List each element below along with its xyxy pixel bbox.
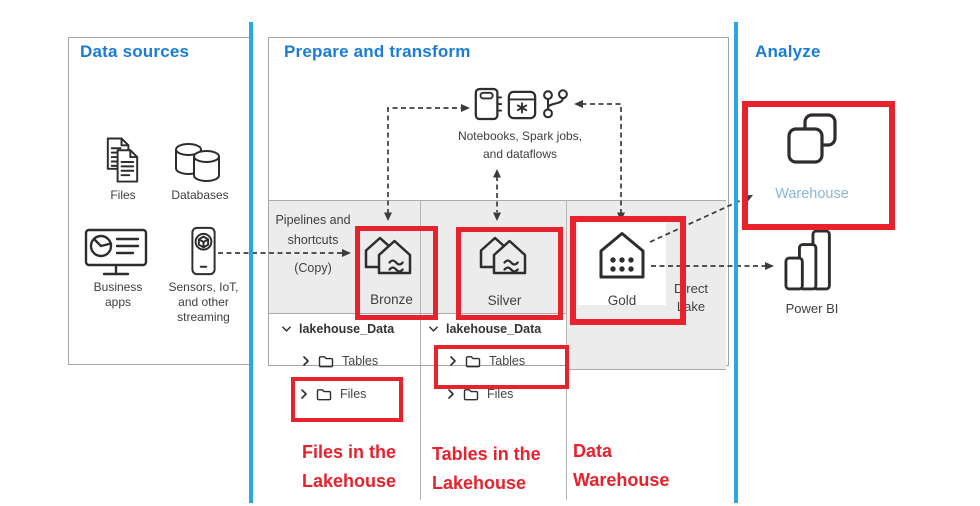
section-divider-right (734, 22, 738, 503)
databases-label: Databases (171, 188, 229, 202)
direct-lake-label: Direct Lake (664, 280, 718, 316)
files-label: Files (110, 188, 136, 202)
chevron-right-icon[interactable] (447, 388, 455, 400)
pipelines-label-line3: (Copy) (294, 261, 332, 275)
folder-icon (465, 355, 481, 368)
annotation-dw-line2: Warehouse (573, 470, 670, 490)
chevron-down-icon[interactable] (281, 325, 292, 333)
silver-tree-files-label: Files (487, 387, 514, 401)
silver-tree-files-row[interactable]: Files (447, 387, 513, 401)
annotation-tables-in-lakehouse: Tables in the Lakehouse (432, 440, 541, 498)
annotation-files-in-lakehouse: Files in the Lakehouse (302, 438, 396, 496)
bronze-tree-files-row[interactable]: Files (300, 387, 366, 401)
silver-label: Silver (487, 293, 522, 308)
bronze-lakehouse-icon (362, 231, 416, 279)
dataflow-icon (541, 88, 569, 120)
pipelines-label-line1: Pipelines and (275, 213, 351, 227)
bronze-tree-root[interactable]: lakehouse_Data (281, 322, 394, 336)
bronze-label: Bronze (370, 292, 413, 307)
power-bi-icon (784, 228, 840, 292)
silver-lakehouse-icon (477, 231, 531, 279)
prepare-title: Prepare and transform (284, 42, 471, 61)
files-icon (99, 135, 146, 185)
gold-warehouse-icon (595, 229, 649, 283)
section-divider-left (249, 22, 253, 503)
chevron-right-icon[interactable] (449, 355, 457, 367)
pipelines-label-line2: shortcuts (287, 233, 339, 247)
direct-lake-line1: Direct (674, 281, 708, 296)
bronze-tree-tables-row[interactable]: Tables (302, 354, 378, 368)
silver-tree-tables-row[interactable]: Tables (449, 354, 525, 368)
column-divider-2 (566, 200, 567, 500)
power-bi-label: Power BI (785, 301, 839, 316)
annotation-tables-line2: Lakehouse (432, 473, 527, 493)
business-apps-icon (84, 228, 148, 278)
compute-caption-line1: Notebooks, Spark jobs, (457, 129, 583, 143)
annotation-files-line1: Files in the (302, 442, 397, 462)
warehouse-icon (781, 112, 843, 170)
silver-tree-root[interactable]: lakehouse_Data (428, 322, 541, 336)
chevron-right-icon[interactable] (302, 355, 310, 367)
direct-lake-line2: Lake (676, 299, 706, 314)
spark-job-icon (507, 90, 537, 120)
bronze-tree-files-label: Files (340, 387, 367, 401)
data-sources-panel (68, 37, 252, 365)
business-apps-label: Business apps (93, 280, 143, 309)
compute-caption-line2: and dataflows (482, 147, 558, 161)
gold-label: Gold (607, 293, 637, 308)
silver-tree-root-label: lakehouse_Data (446, 322, 542, 336)
data-sources-title: Data sources (80, 42, 190, 61)
folder-icon (318, 355, 334, 368)
warehouse-label: Warehouse (775, 186, 849, 202)
bronze-tree-tables-label: Tables (342, 354, 379, 368)
notebook-icon (473, 87, 503, 121)
chevron-right-icon[interactable] (300, 388, 308, 400)
bronze-tree-root-label: lakehouse_Data (299, 322, 395, 336)
arrowhead-right (765, 262, 774, 270)
folder-icon (463, 388, 479, 401)
silver-tree-tables-label: Tables (489, 354, 526, 368)
chevron-down-icon[interactable] (428, 325, 439, 333)
sensors-iot-label: Sensors, IoT, and other streaming (168, 280, 239, 324)
annotation-data-warehouse: Data Warehouse (573, 437, 669, 495)
annotation-tables-line1: Tables in the (432, 444, 541, 464)
databases-icon (170, 141, 226, 185)
analyze-title: Analyze (755, 42, 821, 61)
column-divider-1 (420, 200, 421, 500)
annotation-dw-line1: Data (573, 441, 613, 461)
sensors-iot-icon (190, 226, 217, 276)
folder-icon (316, 388, 332, 401)
annotation-files-line2: Lakehouse (302, 471, 397, 491)
